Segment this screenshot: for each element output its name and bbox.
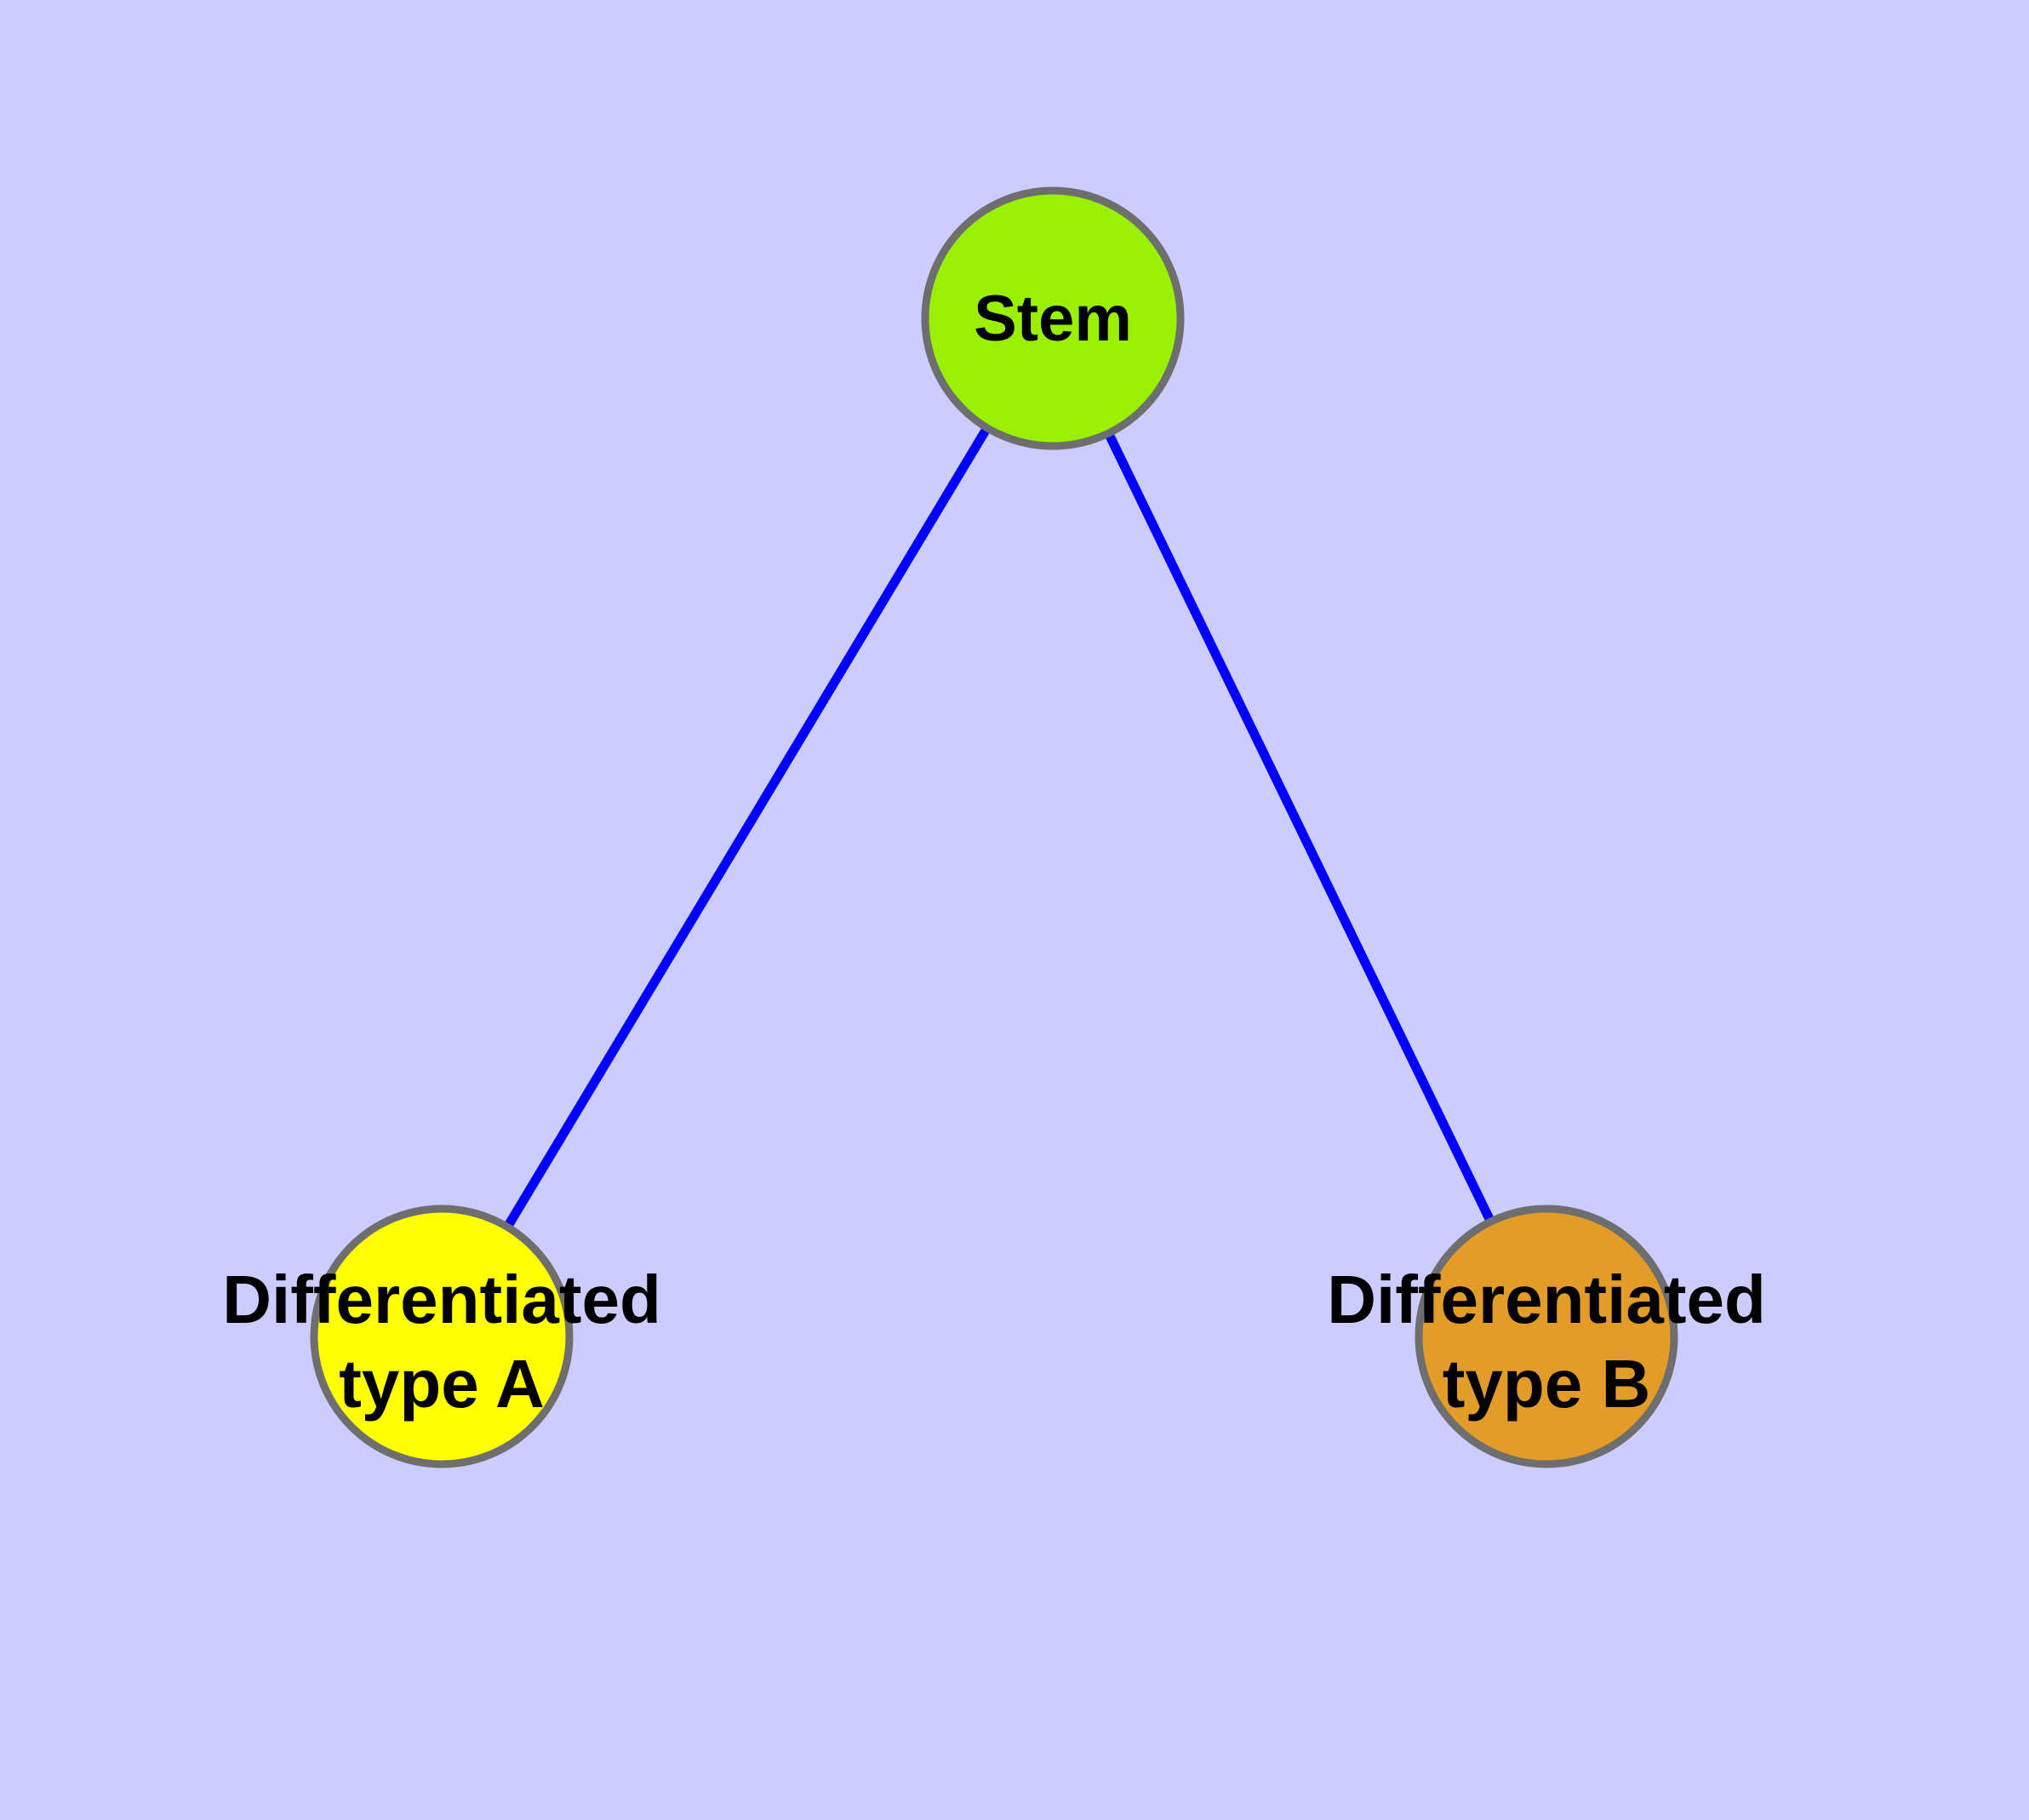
node-stem-label: Stem (974, 283, 1132, 355)
node-stem[interactable]: Stem (921, 186, 1185, 450)
node-type-a-circle[interactable] (310, 1205, 574, 1468)
node-type-a-label-line2: type A (339, 1346, 545, 1422)
edge-layer (505, 428, 1494, 1227)
node-layer: Stem Differentiated type A Differentiate… (222, 186, 1766, 1468)
edge-stem-to-type-a[interactable] (505, 428, 990, 1227)
node-differentiated-type-a[interactable]: Differentiated type A (222, 1205, 661, 1468)
node-type-b-circle[interactable] (1415, 1205, 1678, 1468)
node-type-b-label-line2: type B (1443, 1346, 1651, 1422)
edge-stem-to-type-b[interactable] (1106, 434, 1494, 1221)
node-differentiated-type-b[interactable]: Differentiated type B (1327, 1205, 1766, 1468)
node-type-a-label-line1: Differentiated (222, 1262, 661, 1337)
node-stem-circle[interactable] (921, 186, 1185, 450)
node-type-b-label-line1: Differentiated (1327, 1262, 1766, 1337)
